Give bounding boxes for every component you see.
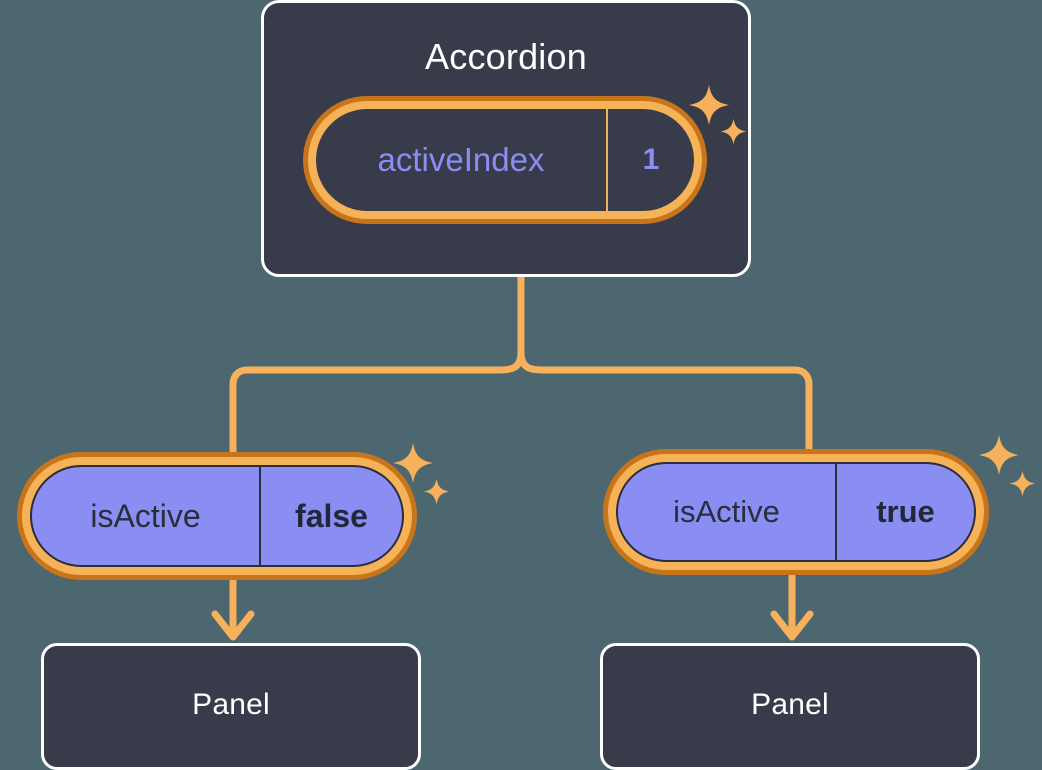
pill-body: activeIndex 1	[316, 109, 694, 211]
prop-key-isactive-left: isActive	[90, 497, 201, 534]
prop-value-isactive-left: false	[295, 497, 368, 534]
pill-body: isActive false	[30, 465, 404, 567]
component-title-accordion: Accordion	[425, 36, 587, 77]
connector-branch-left	[229, 348, 525, 456]
component-card-panel-left[interactable]: Panel	[41, 643, 421, 770]
state-value-activeindex: 1	[642, 143, 660, 176]
pill-body: isActive true	[616, 462, 976, 562]
component-title-panel-left: Panel	[192, 688, 270, 721]
prop-key-isactive-right: isActive	[673, 494, 780, 529]
state-key-activeindex: activeIndex	[377, 141, 545, 178]
component-title-panel-right: Panel	[751, 688, 829, 721]
pill-divider	[835, 464, 837, 560]
connector-arrow-left-head	[211, 610, 255, 641]
sparkle-small-icon	[423, 478, 450, 505]
pill-divider	[259, 467, 261, 565]
connector-arrow-right-head	[770, 610, 814, 641]
state-pill-activeindex[interactable]: activeIndex 1	[303, 96, 707, 224]
state-pill-isactive-true[interactable]: isActive true	[603, 449, 989, 575]
pill-divider	[606, 109, 608, 211]
state-pill-isactive-false[interactable]: isActive false	[17, 452, 417, 580]
component-card-panel-right[interactable]: Panel	[600, 643, 980, 770]
sparkle-small-icon	[1009, 470, 1036, 497]
prop-value-isactive-right: true	[876, 494, 935, 529]
connector-branch-right	[517, 348, 813, 453]
